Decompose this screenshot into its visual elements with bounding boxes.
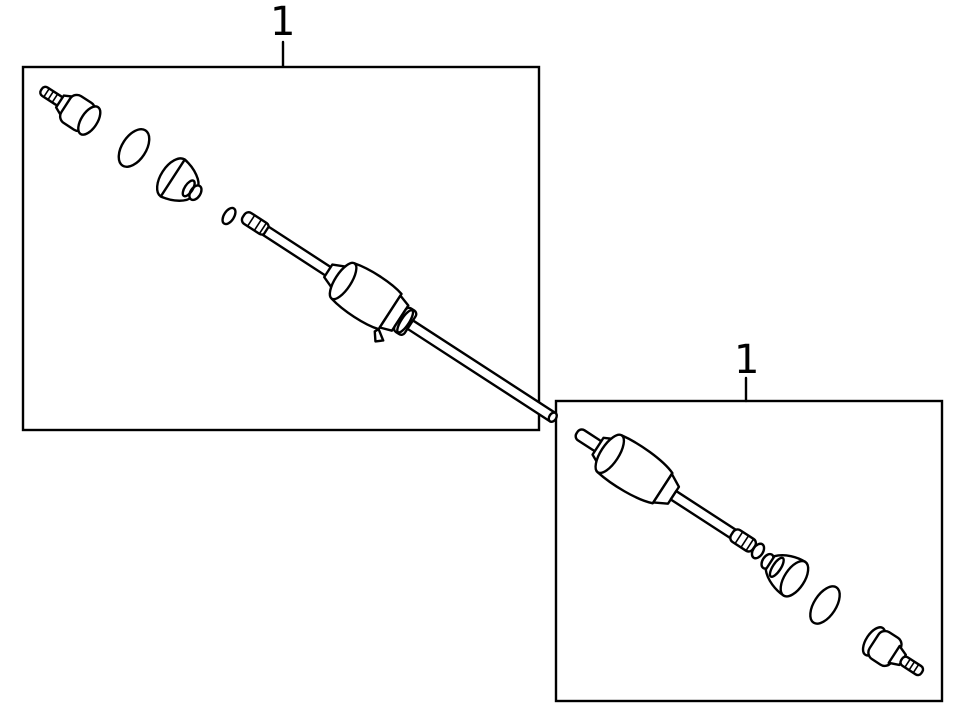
right-assembly-frame: [554, 399, 944, 703]
outer-joint-icon-right: [861, 626, 925, 677]
boot-icon: [155, 157, 203, 202]
boot-icon-right: [760, 552, 810, 598]
snap-ring-icon-right: [750, 542, 766, 560]
left-assembly-frame: [21, 65, 541, 432]
callout-number-1-right: 1: [734, 337, 760, 383]
clamp-ring-icon: [117, 128, 151, 168]
clamp-ring-icon-right: [809, 585, 841, 625]
left-axle-assembly: [39, 85, 558, 424]
outer-joint-icon: [39, 85, 102, 136]
right-axle-assembly: [574, 428, 925, 677]
drive-shaft-icon: [240, 211, 558, 424]
callout-number-1-left: 1: [270, 0, 296, 45]
drive-shaft-icon-right: [574, 428, 758, 553]
snap-ring-icon: [221, 206, 237, 226]
